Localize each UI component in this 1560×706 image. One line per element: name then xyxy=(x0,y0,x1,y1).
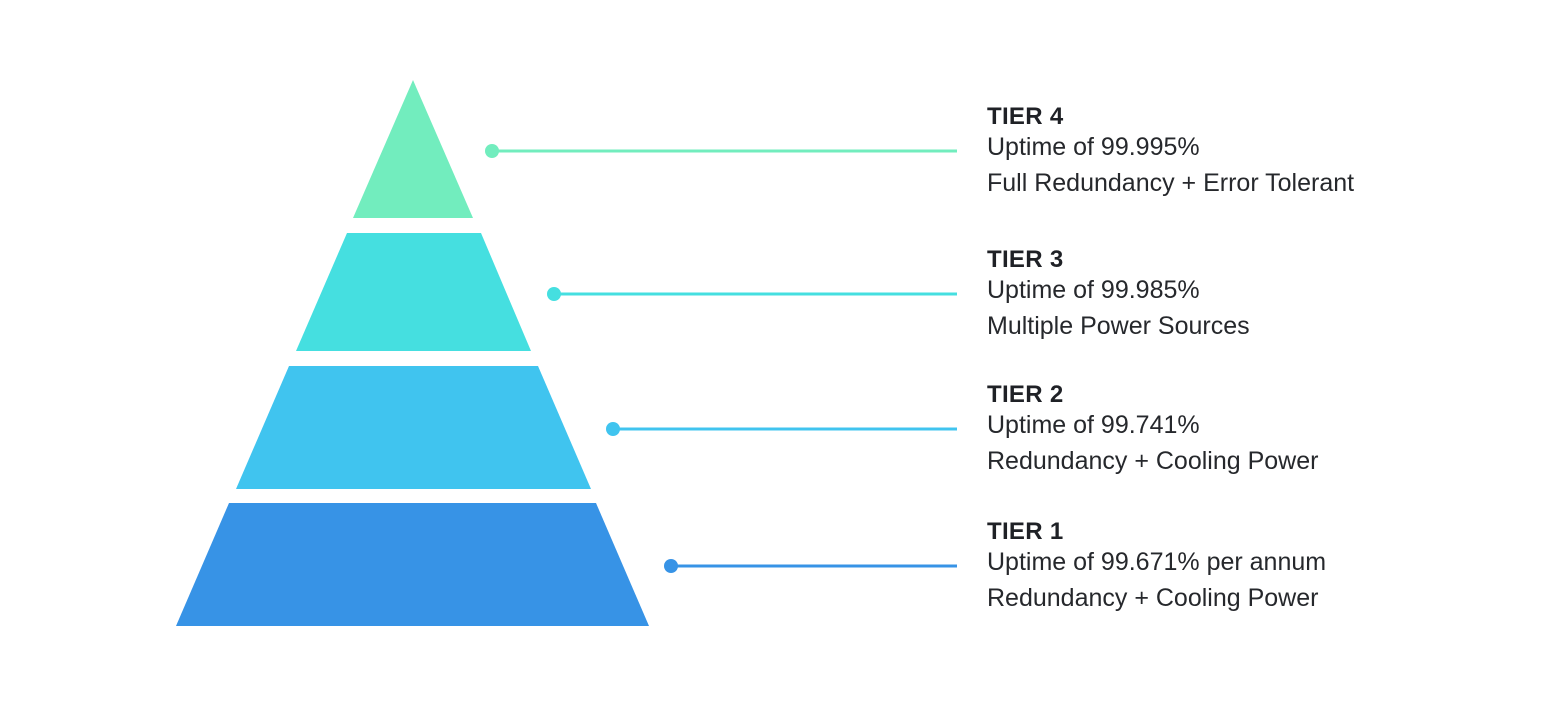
tier-4-label-block: TIER 4 Uptime of 99.995% Full Redundancy… xyxy=(987,105,1527,201)
tier-2-description: Redundancy + Cooling Power xyxy=(987,447,1319,475)
connector-dot-tier-3 xyxy=(547,287,561,301)
tier-2-label-block: TIER 2 Uptime of 99.741% Redundancy + Co… xyxy=(987,383,1527,479)
pyramid-layer-tier-4 xyxy=(353,80,473,218)
pyramid-layer-tier-1 xyxy=(176,503,649,626)
tier-4-title: TIER 4 xyxy=(987,103,1064,130)
tier-3-label-block: TIER 3 Uptime of 99.985% Multiple Power … xyxy=(987,248,1527,344)
connector-dot-tier-2 xyxy=(606,422,620,436)
tier-3-title: TIER 3 xyxy=(987,246,1064,273)
connector-dot-tier-4 xyxy=(485,144,499,158)
tier-4-uptime: Uptime of 99.995% xyxy=(987,133,1200,161)
tier-3-uptime: Uptime of 99.985% xyxy=(987,276,1200,304)
tier-4-description: Full Redundancy + Error Tolerant xyxy=(987,169,1355,197)
tier-2-uptime: Uptime of 99.741% xyxy=(987,411,1200,439)
pyramid-layer-tier-2 xyxy=(236,366,591,489)
tier-1-uptime: Uptime of 99.671% per annum xyxy=(987,548,1327,576)
tier-1-title: TIER 1 xyxy=(987,518,1064,545)
tier-2-title: TIER 2 xyxy=(987,381,1064,408)
connector-dot-tier-1 xyxy=(664,559,678,573)
pyramid-layer-tier-3 xyxy=(296,233,531,351)
tier-1-description: Redundancy + Cooling Power xyxy=(987,584,1319,612)
tier-3-description: Multiple Power Sources xyxy=(987,312,1250,340)
tier-1-label-block: TIER 1 Uptime of 99.671% per annum Redun… xyxy=(987,520,1527,616)
